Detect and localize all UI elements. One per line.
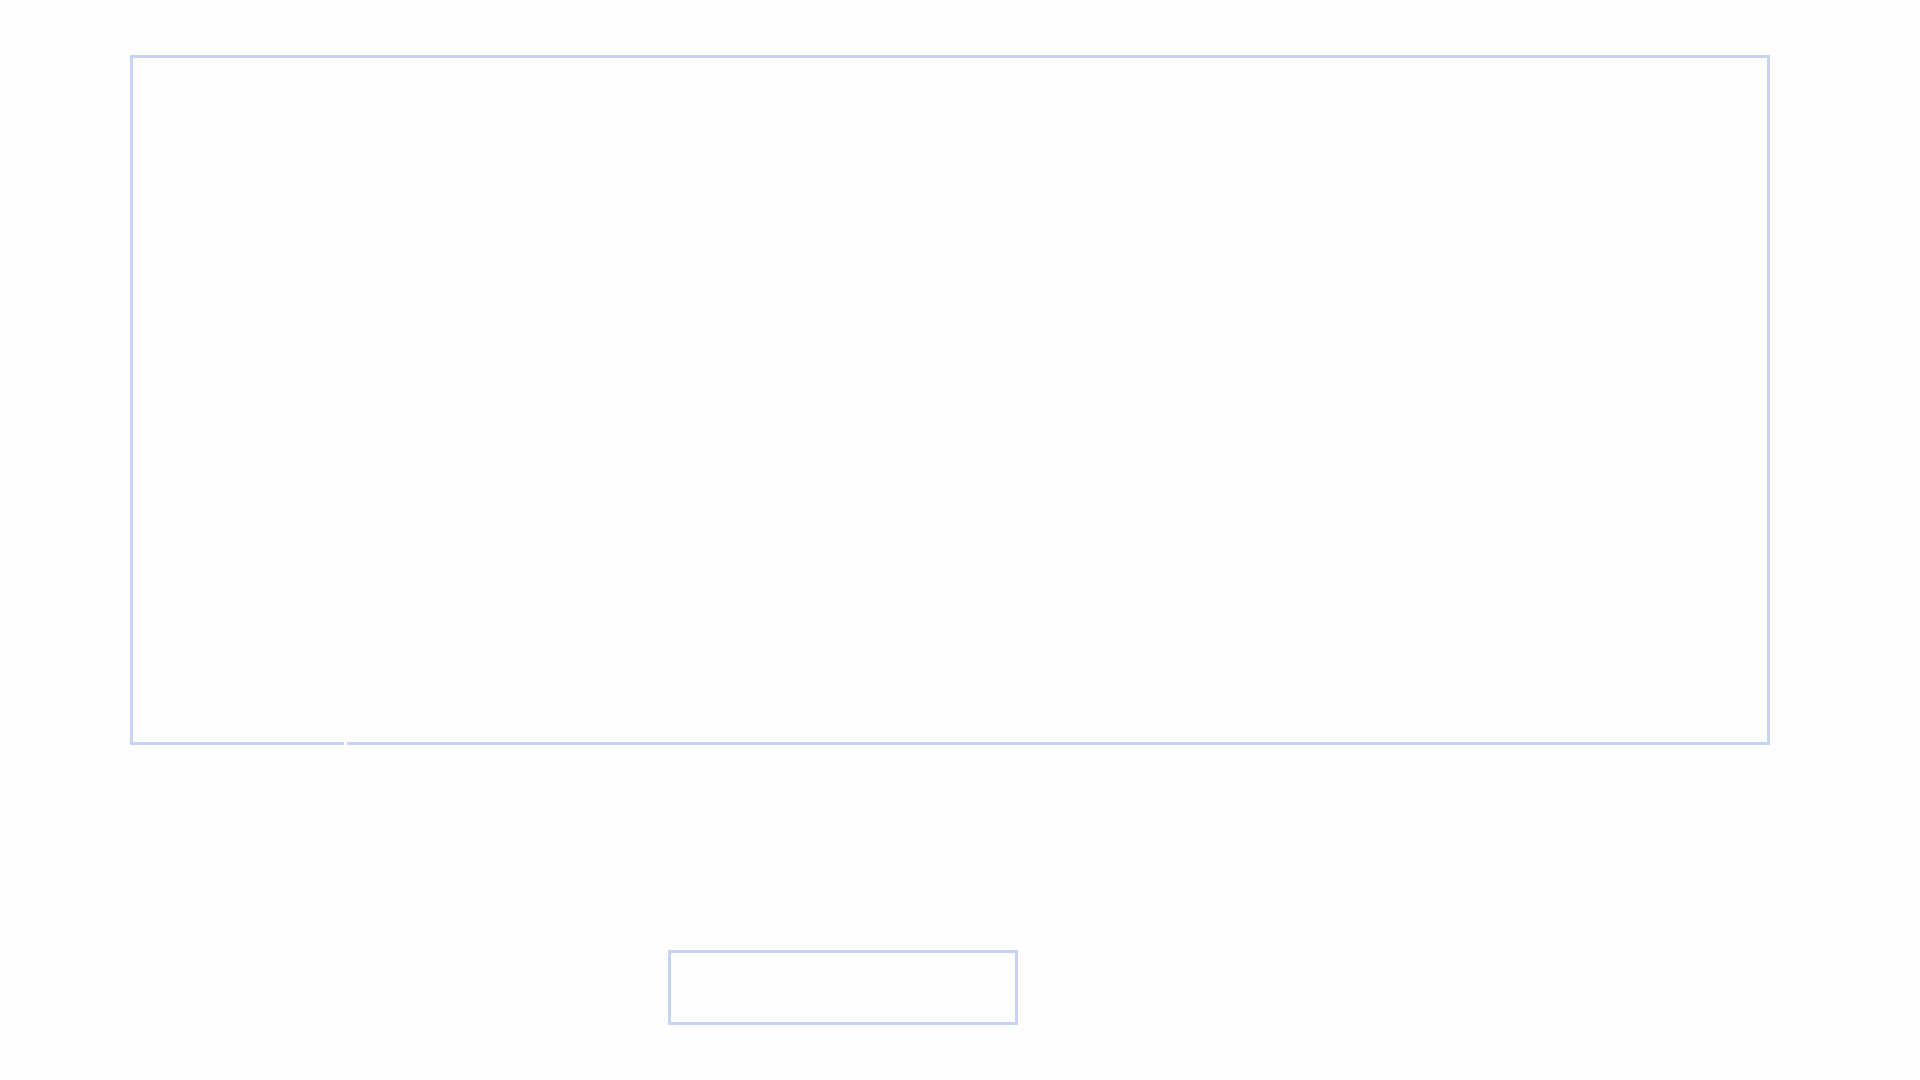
panel-border-gap (344, 742, 347, 745)
bottom-box[interactable] (668, 950, 1018, 1025)
main-content-panel (130, 55, 1770, 745)
